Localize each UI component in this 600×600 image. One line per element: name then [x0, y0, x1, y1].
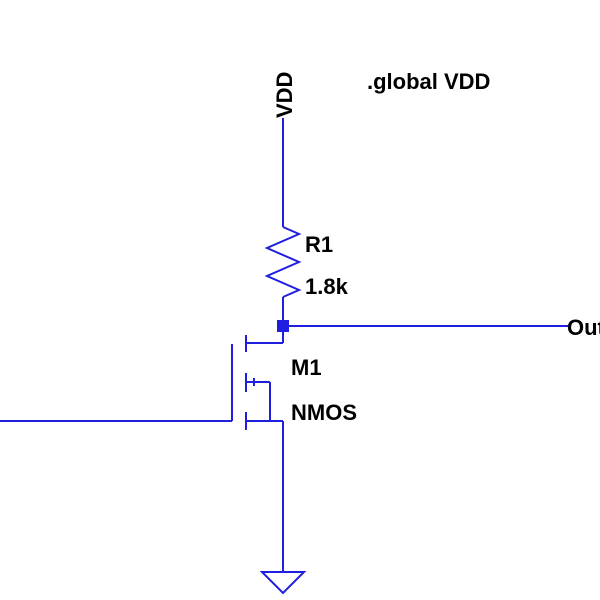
junction-node: [277, 320, 289, 332]
resistor-r1[interactable]: [264, 226, 302, 298]
ground-icon[interactable]: [259, 571, 307, 595]
global-directive[interactable]: .global VDD: [367, 69, 490, 94]
m1-model-label[interactable]: NMOS: [291, 400, 357, 425]
r1-value-label[interactable]: 1.8k: [305, 274, 349, 299]
vdd-label[interactable]: VDD: [272, 72, 297, 118]
out-net-label[interactable]: Out: [567, 315, 600, 340]
nmos-transistor-m1[interactable]: [231, 335, 271, 430]
m1-name-label[interactable]: M1: [291, 355, 322, 380]
r1-name-label[interactable]: R1: [305, 232, 333, 257]
